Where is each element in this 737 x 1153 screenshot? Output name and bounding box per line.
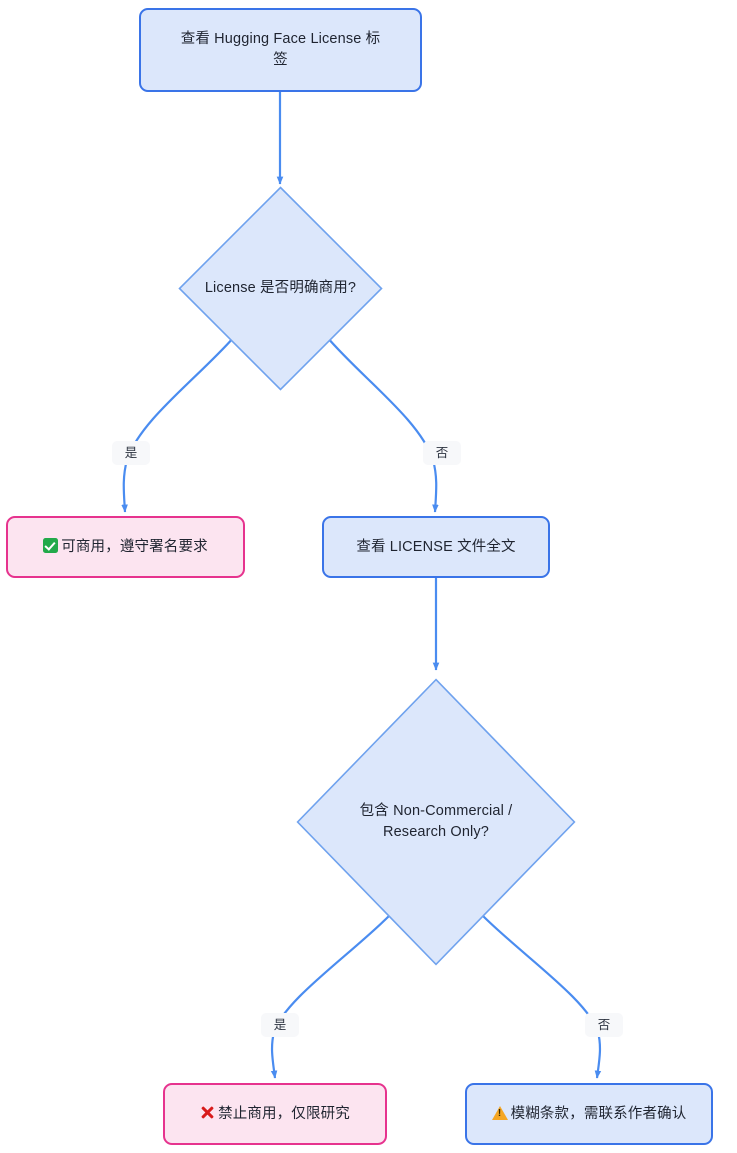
node-decision2-line1: 包含 Non-Commercial / — [359, 803, 513, 819]
node-commercial-allowed-text: 可商用，遵守署名要求 — [61, 538, 208, 555]
diamond-shape — [296, 678, 576, 966]
node-read-license-file-label: 查看 LICENSE 文件全文 — [356, 538, 516, 555]
node-commercial-forbidden-text: 禁止商用，仅限研究 — [218, 1105, 350, 1122]
warning-sign-icon — [491, 1105, 508, 1120]
edge-label-yes-2: 是 — [261, 1013, 299, 1037]
edge-label-yes-2-text: 是 — [273, 1018, 287, 1032]
node-commercial-forbidden[interactable]: 禁止商用，仅限研究 — [163, 1083, 387, 1145]
edge-label-no-1: 否 — [423, 441, 461, 465]
node-commercial-allowed-label: 可商用，遵守署名要求 — [43, 537, 208, 558]
node-label-line1: 查看 Hugging Face License 标 — [180, 31, 381, 47]
node-label-line2: 签 — [273, 52, 288, 68]
node-ambiguous-terms[interactable]: 模糊条款，需联系作者确认 — [465, 1083, 713, 1145]
edge-label-yes-1: 是 — [112, 441, 150, 465]
node-decision2-label: 包含 Non-Commercial / Research Only? — [352, 801, 521, 843]
node-decision-license-explicit-commercial[interactable]: License 是否明确商用? — [178, 186, 383, 391]
edge-label-no-1-text: 否 — [435, 446, 449, 460]
edge-label-no-2-text: 否 — [597, 1018, 611, 1032]
node-commercial-allowed[interactable]: 可商用，遵守署名要求 — [6, 516, 245, 578]
node-view-license-tag[interactable]: 查看 Hugging Face License 标 签 — [139, 8, 422, 92]
node-ambiguous-terms-text: 模糊条款，需联系作者确认 — [510, 1105, 687, 1122]
node-decision2-line2: Research Only? — [382, 824, 490, 840]
white-check-mark-icon — [43, 537, 59, 553]
node-view-license-tag-label: 查看 Hugging Face License 标 签 — [159, 29, 403, 71]
node-read-license-file[interactable]: 查看 LICENSE 文件全文 — [322, 516, 550, 578]
edge-label-yes-1-text: 是 — [124, 446, 138, 460]
node-decision1-label: License 是否明确商用? — [204, 280, 357, 296]
edge-label-no-2: 否 — [585, 1013, 623, 1037]
cross-mark-icon — [200, 1105, 215, 1120]
diamond-shape — [178, 186, 383, 391]
node-ambiguous-terms-label: 模糊条款，需联系作者确认 — [491, 1104, 687, 1125]
node-decision-non-commercial-research-only[interactable]: 包含 Non-Commercial / Research Only? — [296, 678, 576, 966]
node-commercial-forbidden-label: 禁止商用，仅限研究 — [200, 1104, 350, 1125]
